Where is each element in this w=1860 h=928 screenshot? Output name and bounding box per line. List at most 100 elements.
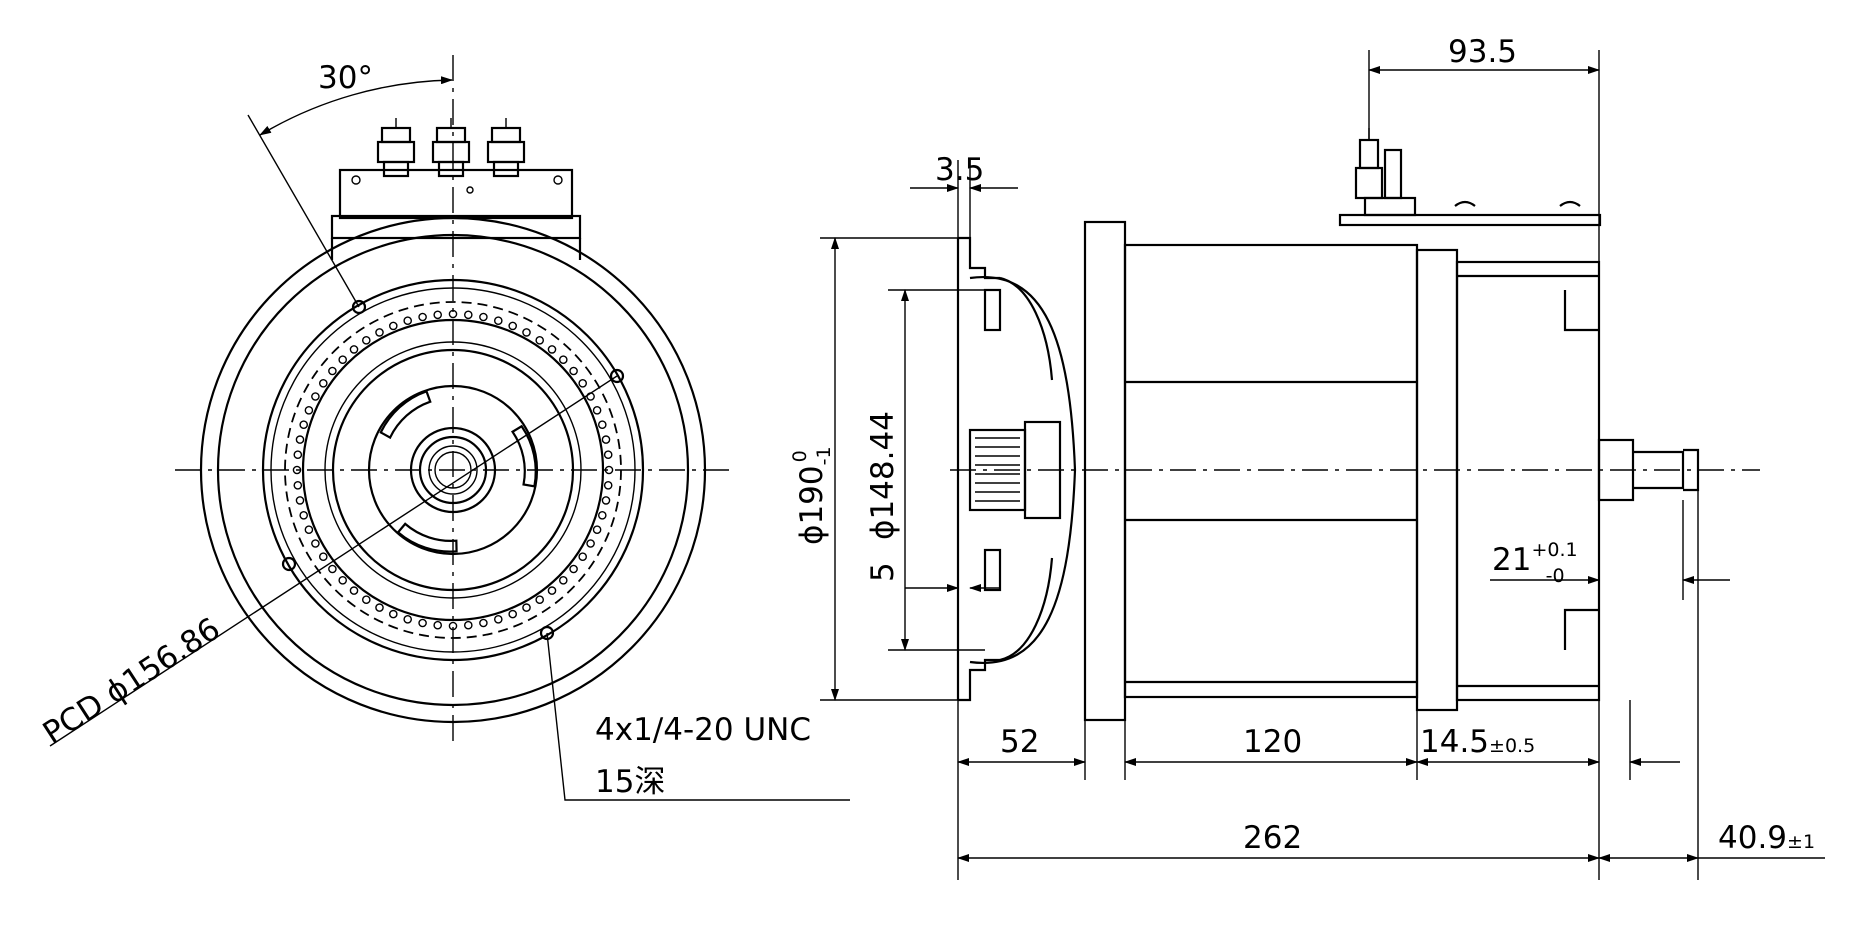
dim-front-length: 52	[1000, 724, 1039, 760]
commutator-segment	[293, 480, 303, 490]
thread-depth-label: 15深	[595, 764, 665, 800]
dim-shaft-length-tol: ±1	[1787, 831, 1815, 853]
commutator-segment	[403, 316, 413, 326]
dim-shaft-dia-lower: -0	[1546, 565, 1565, 587]
dim-diameter-190: ϕ190	[794, 465, 830, 545]
dim-shaft-diameter: 21	[1492, 542, 1531, 578]
svg-text:14.5±0.5: 14.5±0.5	[1420, 724, 1535, 760]
commutator-segment	[448, 309, 458, 319]
commutator-segment	[304, 405, 314, 415]
commutator-segment	[311, 539, 320, 548]
commutator-segment	[361, 335, 371, 345]
commutator-segment	[388, 609, 398, 619]
motor-housing-front	[199, 216, 707, 724]
commutator-segment	[559, 576, 568, 585]
commutator-segment	[463, 620, 473, 630]
commutator-segment	[293, 450, 303, 460]
vent-slots	[379, 389, 537, 553]
commutator-segment	[508, 321, 518, 331]
commutator-segment	[448, 621, 458, 631]
rear-flange	[1415, 248, 1459, 712]
commutator-segment	[318, 552, 328, 562]
commutator-segment	[349, 586, 359, 595]
commutator-segment	[375, 603, 384, 612]
commutator-segment	[433, 310, 443, 320]
commutator-ring	[292, 309, 614, 631]
commutator-segment	[578, 552, 588, 562]
commutator-segment	[433, 620, 443, 630]
commutator-segment	[292, 465, 302, 475]
commutator-segment	[592, 405, 602, 415]
svg-text:21+0.1-0: 21+0.1 -0	[1492, 539, 1578, 587]
commutator-segment	[604, 465, 614, 475]
commutator-segment	[598, 420, 607, 430]
commutator-segment	[328, 564, 337, 574]
commutator-segment	[493, 316, 503, 326]
commutator-segment	[578, 378, 588, 388]
side-view: 93.5 3.5 ϕ190-10 ϕ148.44 5 21+0.1 -0	[789, 34, 1825, 880]
dim-body-length: 120	[1243, 724, 1302, 760]
commutator-segment	[535, 595, 545, 605]
commutator-segment	[328, 366, 337, 376]
commutator-segment	[559, 355, 568, 365]
dim-overall-length: 262	[1243, 820, 1302, 856]
commutator-segment	[493, 615, 503, 624]
commutator-segment	[311, 392, 320, 401]
commutator-segment	[361, 595, 371, 605]
commutator-segment	[338, 355, 348, 365]
commutator-segment	[569, 564, 578, 574]
commutator-segment	[403, 615, 413, 624]
commutator-segment	[569, 366, 578, 376]
commutator-segment	[304, 525, 314, 535]
commutator-segment	[535, 335, 545, 345]
angle-label: 30°	[318, 60, 373, 96]
dim-diameter-148: ϕ148.44	[865, 411, 901, 540]
commutator-segment	[295, 496, 305, 505]
thread-spec-label: 4x1/4-20 UNC	[595, 712, 811, 748]
side-terminal	[1338, 128, 1602, 227]
dim-shaft-length: 40.9	[1718, 820, 1787, 856]
pcd-circle	[284, 301, 622, 639]
commutator-segment	[603, 480, 613, 490]
dim-shaft-dia-upper: +0.1	[1531, 539, 1577, 561]
dim-terminal-offset: 93.5	[1448, 34, 1517, 70]
commutator-segment	[388, 321, 398, 331]
terminal-block	[330, 118, 582, 260]
commutator-segment	[318, 378, 328, 388]
svg-text:ϕ190-10: ϕ190-10	[789, 446, 835, 545]
pcd-value: ϕ156.86	[99, 611, 227, 711]
dim-rear-length-tol: ±0.5	[1489, 735, 1535, 757]
commutator-segment	[349, 345, 359, 354]
commutator-segment	[338, 576, 348, 585]
dim-flange-thickness: 3.5	[935, 152, 984, 188]
commutator-segment	[299, 510, 309, 520]
front-flange	[1083, 220, 1127, 722]
svg-text:PCD ϕ156.86: PCD ϕ156.86	[37, 611, 227, 752]
commutator-segment	[601, 435, 611, 444]
commutator-segment	[547, 345, 557, 354]
svg-text:40.9±1: 40.9±1	[1718, 820, 1815, 856]
front-view: 30° PCD ϕ156.86 4x1/4-20 UNC 15深	[37, 55, 850, 801]
commutator-segment	[522, 603, 531, 612]
commutator-segment	[479, 312, 488, 322]
commutator-segment	[508, 609, 518, 619]
commutator-segment	[522, 328, 531, 337]
commutator-segment	[418, 312, 427, 322]
dim-pilot-depth: 5	[865, 562, 901, 582]
commutator-segment	[586, 539, 595, 548]
commutator-segment	[463, 310, 473, 320]
commutator-segment	[375, 328, 384, 337]
commutator-segment	[603, 450, 613, 460]
commutator-segment	[592, 525, 602, 535]
dim-diameter-190-upper: 0	[789, 450, 811, 462]
front-cover	[956, 236, 1077, 702]
dim-rear-length: 14.5	[1420, 724, 1489, 760]
commutator-segment	[295, 435, 305, 444]
rear-housing	[1455, 260, 1700, 702]
motor-body	[1123, 243, 1419, 699]
commutator-segment	[601, 496, 611, 505]
commutator-segment	[479, 618, 488, 628]
commutator-segment	[547, 586, 557, 595]
commutator-segment	[299, 420, 309, 430]
